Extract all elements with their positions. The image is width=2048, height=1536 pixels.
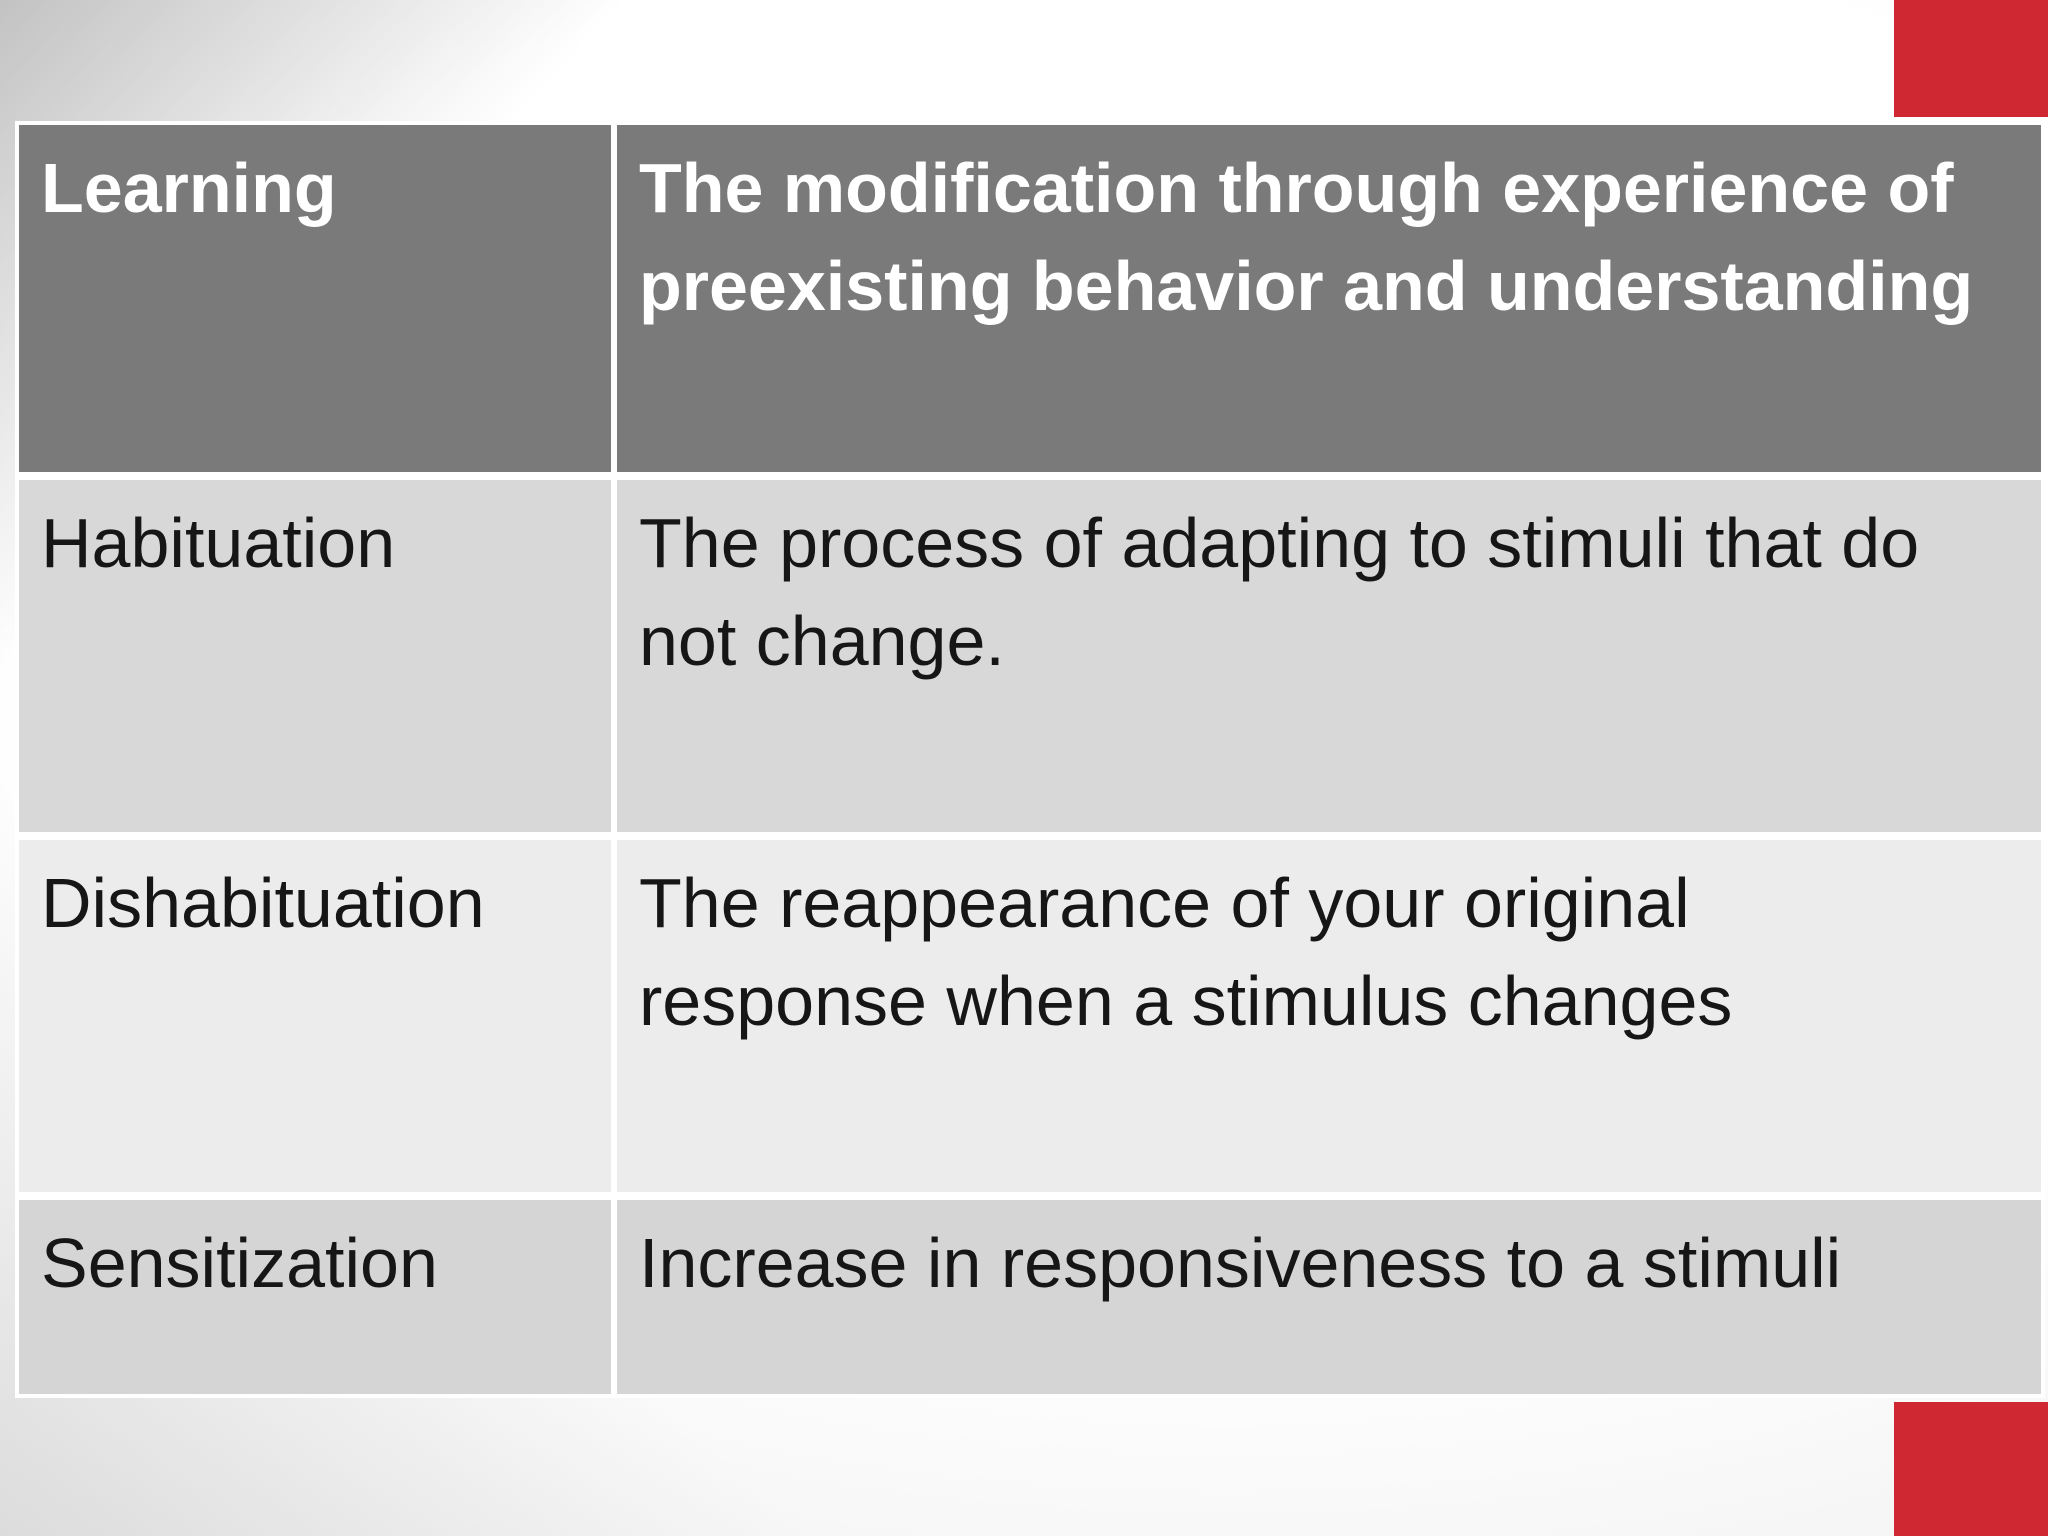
term-cell: Habituation	[19, 480, 611, 832]
term-cell: Sensitization	[19, 1200, 611, 1394]
definition-cell: The reappearance of your original respon…	[617, 840, 2041, 1192]
definition-table: Learning The modification through experi…	[15, 121, 2045, 1398]
header-definition-cell: The modification through experience of p…	[617, 125, 2041, 472]
definition-cell: Increase in responsiveness to a stimuli	[617, 1200, 2041, 1394]
term-cell: Dishabituation	[19, 840, 611, 1192]
accent-block-top-right	[1894, 0, 2048, 117]
accent-block-bottom-right	[1894, 1402, 2048, 1536]
header-term-cell: Learning	[19, 125, 611, 472]
definition-cell: The process of adapting to stimuli that …	[617, 480, 2041, 832]
